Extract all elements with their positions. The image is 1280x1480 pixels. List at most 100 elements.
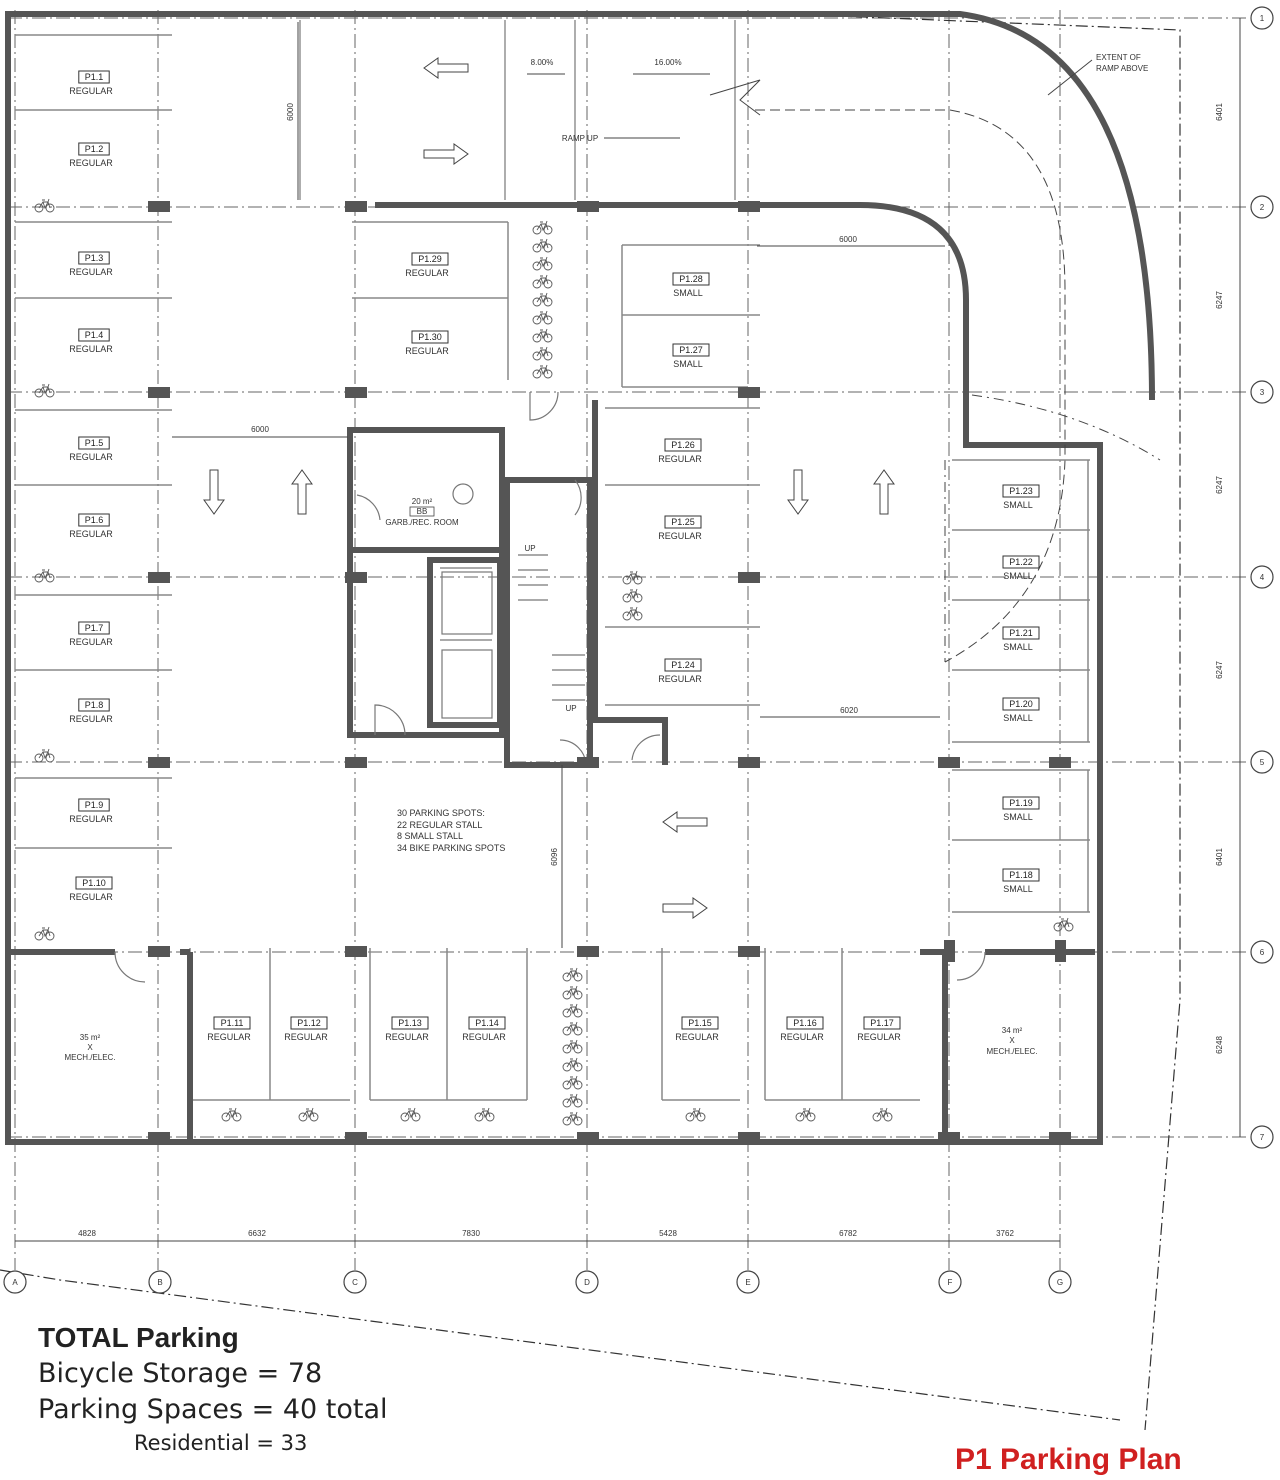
grid-col-label: E [745,1278,750,1287]
grid-row-label: 4 [1260,573,1265,582]
room-area: 34 m² [1002,1026,1023,1035]
stall-id: P1.2 [85,144,104,154]
bike-icon [532,292,553,307]
room-tag: X [1009,1036,1015,1045]
row-dim: 6247 [1215,476,1224,494]
arrow-up-icon [291,469,313,515]
dimension-lines [15,18,1241,1242]
room-name: GARB./REC. ROOM [385,518,459,527]
row-dim: 6401 [1215,848,1224,866]
property-line [0,13,1181,1431]
bike-icon [474,1107,495,1122]
stall-type: SMALL [1003,642,1033,652]
bike-icon [532,256,553,271]
stall-id: P1.27 [679,345,703,355]
stall-type: REGULAR [69,344,113,354]
stall-type: SMALL [1003,884,1033,894]
grid-row-label: 1 [1260,14,1265,23]
bike-icon [562,1057,583,1072]
grid-col-label: C [352,1278,358,1287]
bike-icon [34,748,55,763]
ramp-slope-label: 16.00% [654,58,681,67]
grid-col-label: F [948,1278,953,1287]
stall-type: SMALL [673,288,703,298]
stall-id: P1.26 [671,440,695,450]
stall-id: P1.19 [1009,798,1033,808]
stall-id: P1.29 [418,254,442,264]
stall-type: SMALL [1003,500,1033,510]
note-line: 30 PARKING SPOTS: [397,808,485,818]
bike-icon [532,238,553,253]
grid-column-labels: A B C D E F G [12,1278,1063,1287]
sheet-title: P1 Parking Plan [955,1443,1182,1476]
grid-row-label: 2 [1260,203,1265,212]
stall-type: REGULAR [284,1032,328,1042]
ramp-extent-note: EXTENT OF [1096,53,1141,62]
row-dim: 6247 [1215,291,1224,309]
stall-id: P1.21 [1009,628,1033,638]
stall-type: REGULAR [69,267,113,277]
stall-type: REGULAR [405,268,449,278]
grid-row-labels: 1 2 3 4 5 6 7 [1260,14,1265,1142]
stall-type: REGULAR [462,1032,506,1042]
stall-id: P1.14 [475,1018,499,1028]
note-line: 8 SMALL STALL [397,831,463,841]
stall-id: P1.9 [85,800,104,810]
core-walls [347,391,668,768]
bike-icon [562,1075,583,1090]
grid-col-label: D [584,1278,590,1287]
stall-id: P1.3 [85,253,104,263]
note-line: 34 BIKE PARKING SPOTS [397,843,505,853]
summary-bicycle: Bicycle Storage = 78 [38,1358,323,1389]
bike-icon [622,606,643,621]
room-tag: X [87,1043,93,1052]
summary-heading: TOTAL Parking [38,1322,239,1353]
stall-type: REGULAR [69,158,113,168]
bike-icon [562,967,583,982]
bike-icon [34,568,55,583]
stair-up-label: UP [565,704,576,713]
stall-id: P1.17 [870,1018,894,1028]
col-dim: 6782 [839,1229,857,1238]
summary-residential: Residential = 33 [134,1431,308,1455]
arrow-right-icon [423,143,469,165]
grid-col-label: G [1057,1278,1063,1287]
arrow-right-icon [662,897,708,919]
room-tag: BB [417,507,428,516]
grid-row-label: 5 [1260,758,1265,767]
stall-id: P1.25 [671,517,695,527]
bike-icon [562,1021,583,1036]
grid-row-label: 3 [1260,388,1265,397]
structural-columns [148,201,1071,1143]
row-dim: 6247 [1215,661,1224,679]
stall-id: P1.30 [418,332,442,342]
stall-id: P1.22 [1009,557,1033,567]
bike-icon [532,310,553,325]
stall-type: SMALL [1003,713,1033,723]
stall-id: P1.6 [85,515,104,525]
bike-icon [562,1111,583,1126]
stall-type: REGULAR [69,452,113,462]
col-dim: 7830 [462,1229,480,1238]
bike-icon [34,926,55,941]
stall-type: SMALL [1003,812,1033,822]
bike-icon [562,1003,583,1018]
bike-icon [34,198,55,213]
stall-id: P1.15 [688,1018,712,1028]
stall-type: REGULAR [69,814,113,824]
bike-icon [532,274,553,289]
traffic-arrows [203,57,895,919]
stall-id: P1.20 [1009,699,1033,709]
stall-id: P1.12 [297,1018,321,1028]
stall-lines [10,34,1095,1140]
